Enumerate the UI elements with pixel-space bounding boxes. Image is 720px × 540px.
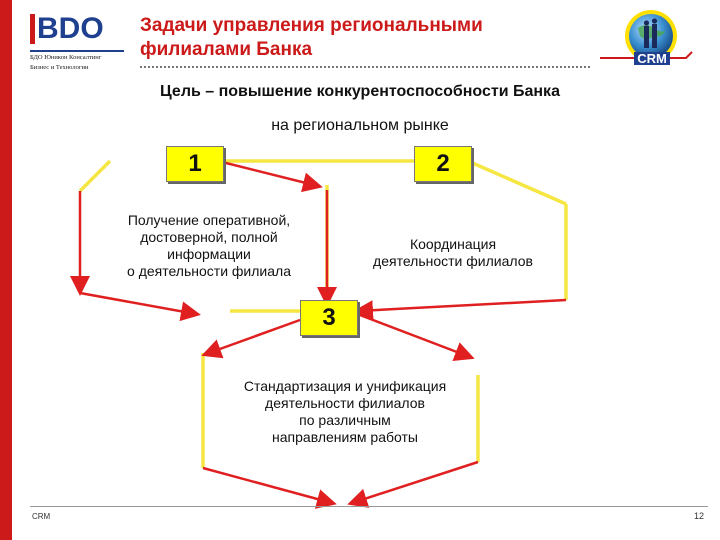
- slide-title-line-2: филиалами Банка: [140, 39, 313, 60]
- goal-line-1: Цель – повышение конкурентоспособности Б…: [160, 83, 560, 100]
- node-3-badge: 3: [300, 300, 358, 336]
- goal-line-2: на региональном рынке: [271, 117, 449, 134]
- node-1-line-3: информации: [167, 246, 251, 262]
- crm-logo: CRM: [600, 10, 693, 66]
- logo-underline: [30, 50, 124, 52]
- connector-red: [70, 159, 567, 509]
- node-1-line-2: достоверной, полной: [140, 229, 278, 245]
- logo-bracket: [30, 14, 35, 44]
- node-1-line-4: о деятельности филиала: [127, 263, 291, 279]
- page-number: 12: [693, 511, 704, 521]
- crm-logo-text: CRM: [637, 51, 667, 66]
- bdo-logo: BDO БДО Юникон Консалтинг Бизнес и Техно…: [30, 10, 130, 72]
- person-icon: [644, 26, 649, 48]
- node-3-line-2: деятельности филиалов: [265, 395, 425, 411]
- logo-wordmark: BDO: [37, 12, 104, 45]
- node-2-line-1: Координация: [409, 236, 497, 252]
- node-2-badge: 2: [414, 146, 472, 182]
- node-1-badge: 1: [166, 146, 224, 182]
- crm-swoosh: [600, 51, 693, 59]
- node-2-line-2: деятельности филиалов: [373, 253, 533, 269]
- node-3-text: Стандартизация и унификация деятельности…: [210, 378, 480, 446]
- node-3-line-1: Стандартизация и унификация: [243, 378, 447, 394]
- slide-title-line-1: Задачи управления региональными: [140, 15, 483, 36]
- node-1-text: Получение оперативной, достоверной, полн…: [95, 212, 323, 280]
- slide-title: Задачи управления региональными филиалам…: [140, 14, 540, 62]
- footer-rule: [30, 506, 708, 507]
- node-3-line-3: по различным: [299, 412, 391, 428]
- node-1-line-1: Получение оперативной,: [127, 212, 291, 228]
- left-accent-bar: [0, 0, 12, 540]
- node-3-line-4: направлениям работы: [272, 429, 418, 445]
- title-dotted-rule: [140, 66, 590, 68]
- logo-subtitle-2: Бизнес и Технологии: [30, 64, 89, 71]
- footer-label: CRM: [32, 512, 51, 521]
- node-2-text: Координация деятельности филиалов: [345, 236, 561, 270]
- logo-subtitle-1: БДО Юникон Консалтинг: [30, 54, 102, 61]
